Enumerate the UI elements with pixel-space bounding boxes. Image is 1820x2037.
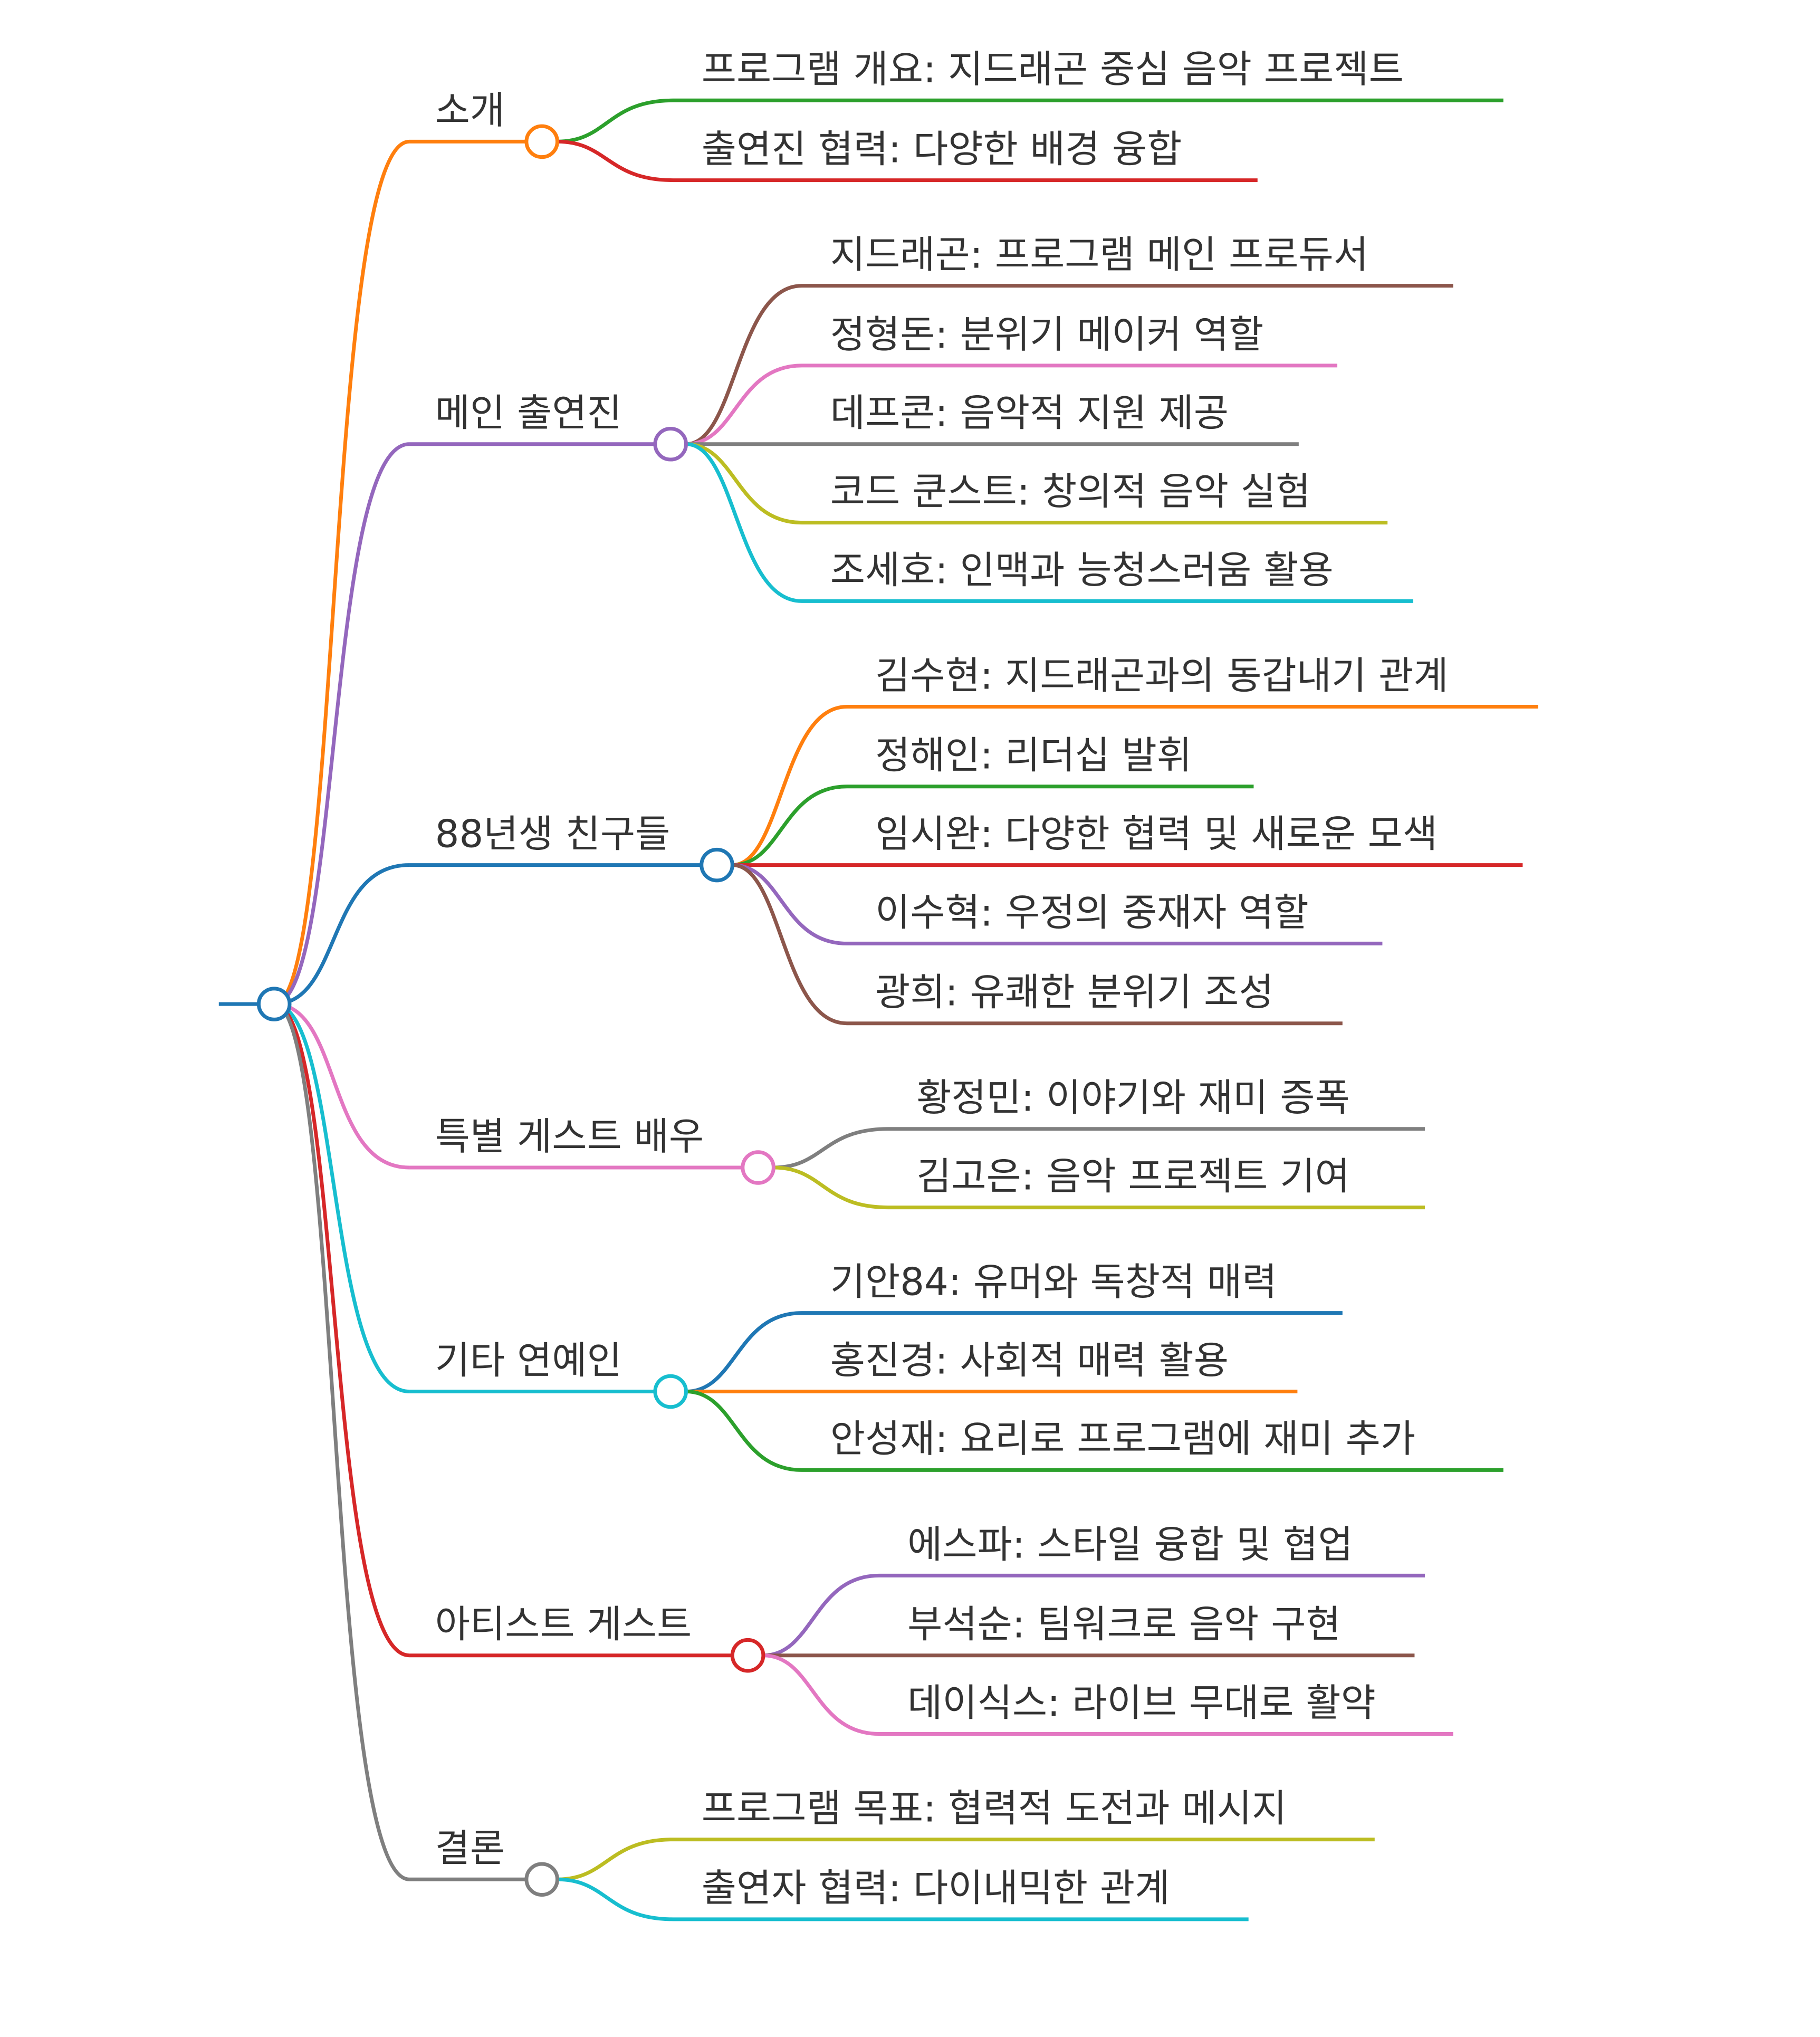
branch-label: 메인 출연진	[435, 391, 622, 435]
leaf-edge	[763, 1653, 1453, 1736]
leaf-edge	[732, 863, 1343, 1026]
branch-label: 결론	[435, 1826, 505, 1870]
branch-edge	[274, 442, 410, 1006]
branch-node-circle[interactable]	[524, 1862, 559, 1897]
leaf-edge	[686, 284, 1453, 446]
leaf-edge	[686, 442, 1413, 603]
branch-edge	[274, 1002, 410, 1658]
branch-edge	[274, 1002, 409, 1394]
branch-edge	[274, 863, 409, 1006]
branch-label: 소개	[435, 88, 505, 132]
leaf-label: 출연진 협력: 다양한 배경 융합	[702, 127, 1182, 171]
leaf-edge	[557, 1838, 1375, 1881]
branch-node-circle[interactable]	[741, 1150, 775, 1185]
leaf-edge	[686, 442, 1388, 525]
leaf-edge	[686, 364, 1338, 446]
leaf-edge	[686, 1390, 1503, 1472]
leaf-edge	[686, 1311, 1343, 1394]
branch-node-circle[interactable]	[524, 124, 559, 159]
branch-label: 88년생 친구들	[435, 811, 670, 856]
leaf-label: 홍진경: 사회적 매력 활용	[830, 1338, 1229, 1382]
leaf-label: 황정민: 이야기와 재미 증폭	[916, 1076, 1350, 1120]
branch-node-circle[interactable]	[700, 847, 734, 883]
branch-label: 특별 게스트 배우	[435, 1114, 704, 1159]
leaf-label: 데이식스: 라이브 무대로 활약	[907, 1680, 1376, 1725]
edges-layer	[218, 98, 1538, 1921]
branch-edge	[274, 139, 410, 1006]
leaf-label: 프로그램 개요: 지드래곤 중심 음악 프로젝트	[702, 47, 1404, 91]
branch-edge	[274, 1002, 409, 1170]
leaf-edge	[773, 1127, 1425, 1170]
root-node-circle[interactable]	[256, 987, 292, 1021]
leaf-label: 출연자 협력: 다이내믹한 관계	[702, 1866, 1170, 1910]
leaf-label: 데프콘: 음악적 지원 제공	[830, 391, 1229, 435]
leaf-label: 지드래곤: 프로그램 메인 프로듀서	[830, 232, 1368, 276]
branch-edge	[274, 1002, 410, 1881]
leaf-label: 부석순: 팀워크로 음악 구현	[907, 1602, 1341, 1647]
leaf-label: 조세호: 인맥과 능청스러움 활용	[830, 548, 1334, 592]
leaf-label: 정형돈: 분위기 메이커 역할	[830, 312, 1264, 357]
leaf-label: 이수혁: 우정의 중재자 역할	[875, 890, 1309, 934]
branch-label: 기타 연예인	[435, 1338, 622, 1382]
leaf-label: 김수현: 지드래곤과의 동갑내기 관계	[875, 653, 1449, 697]
leaf-edge	[763, 1573, 1425, 1658]
branch-node-circle[interactable]	[653, 426, 688, 462]
leaf-edge	[732, 705, 1538, 867]
leaf-label: 안성재: 요리로 프로그램에 재미 추가	[830, 1417, 1415, 1461]
leaf-label: 기안84: 유머와 독창적 매력	[830, 1260, 1277, 1304]
branch-label: 아티스트 게스트	[435, 1602, 692, 1647]
leaf-label: 코드 쿤스트: 창의적 음악 실험	[830, 469, 1311, 513]
leaf-label: 임시완: 다양한 협력 및 새로운 모색	[875, 811, 1438, 856]
leaf-edge	[557, 1877, 1249, 1921]
leaf-edge	[773, 1165, 1425, 1210]
branch-node-circle[interactable]	[653, 1374, 688, 1409]
leaf-edge	[732, 863, 1383, 945]
leaf-edge	[732, 785, 1254, 867]
branch-node-circle[interactable]	[730, 1638, 765, 1673]
leaf-edge	[557, 98, 1503, 144]
leaf-label: 프로그램 목표: 협력적 도전과 메시지	[702, 1786, 1287, 1830]
leaf-label: 에스파: 스타일 융합 및 협업	[907, 1522, 1353, 1566]
leaf-label: 광희: 유쾌한 분위기 조성	[875, 970, 1273, 1015]
leaf-edge	[557, 139, 1258, 183]
leaf-label: 김고은: 음악 프로젝트 기여	[916, 1154, 1350, 1198]
leaf-label: 정해인: 리더십 발휘	[875, 733, 1192, 778]
